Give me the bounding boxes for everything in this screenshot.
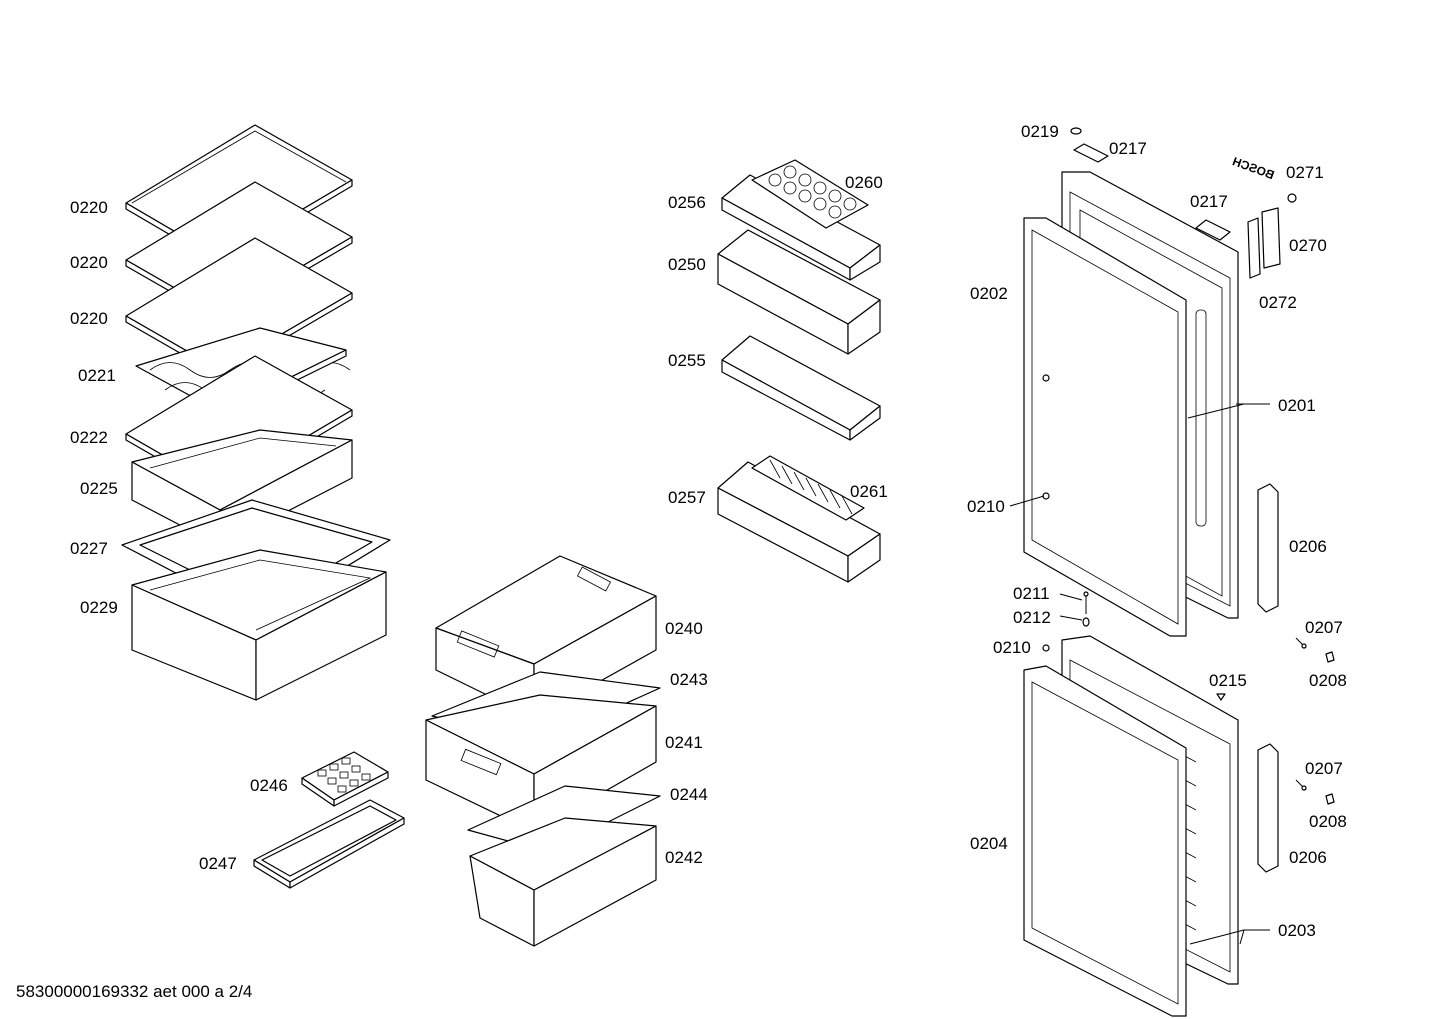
upper-gasket-0202 xyxy=(1023,217,1187,637)
label-0220-a: 0220 xyxy=(70,198,108,217)
label-0270: 0270 xyxy=(1289,236,1327,255)
nut-0208-upper xyxy=(1325,651,1335,663)
label-0225: 0225 xyxy=(80,479,118,498)
label-0211: 0211 xyxy=(1013,584,1050,603)
handle-0206-upper xyxy=(1257,483,1279,613)
label-0244: 0244 xyxy=(670,785,708,804)
label-0260: 0260 xyxy=(845,173,883,192)
panel-cover-0272 xyxy=(1247,217,1261,279)
label-0201: 0201 xyxy=(1278,396,1316,415)
label-0242: 0242 xyxy=(665,848,703,867)
label-0210-b: 0210 xyxy=(993,638,1031,657)
leader-lines xyxy=(1009,403,1270,945)
label-0241: 0241 xyxy=(665,733,703,752)
label-0217-b: 0217 xyxy=(1190,192,1228,211)
cap-0219 xyxy=(1070,127,1082,135)
hinge-cover-0217-a xyxy=(1073,143,1109,163)
crisper-0229 xyxy=(131,549,387,701)
label-0243: 0243 xyxy=(670,670,708,689)
drawer-0242 xyxy=(469,817,657,947)
label-0256: 0256 xyxy=(668,193,706,212)
label-0257: 0257 xyxy=(668,488,706,507)
label-0217-a: 0217 xyxy=(1109,139,1147,158)
pin-0215 xyxy=(1216,693,1226,701)
label-0222: 0222 xyxy=(70,428,108,447)
ice-pan-0247 xyxy=(253,799,405,889)
label-0215: 0215 xyxy=(1209,671,1247,690)
part-labels: 0220 0220 0220 0221 0222 0225 0227 0229 … xyxy=(16,122,1347,1001)
label-0221: 0221 xyxy=(78,366,116,385)
screw-0207-lower xyxy=(1295,779,1307,791)
label-0219: 0219 xyxy=(1021,122,1059,141)
label-0206-b: 0206 xyxy=(1289,848,1327,867)
door-shelf-0255 xyxy=(721,335,881,441)
bearing-0210-lower xyxy=(1042,644,1050,652)
egg-insert-0260 xyxy=(751,159,869,229)
door-shelf-0250 xyxy=(717,229,881,355)
screw-0207-upper xyxy=(1295,637,1307,649)
label-0204: 0204 xyxy=(970,834,1008,853)
handle-panel-0270 xyxy=(1261,207,1281,269)
ice-tray-0246 xyxy=(301,751,389,807)
label-0220-c: 0220 xyxy=(70,309,108,328)
label-0212: 0212 xyxy=(1013,608,1051,627)
label-0250: 0250 xyxy=(668,255,706,274)
label-0203: 0203 xyxy=(1278,921,1316,940)
label-0272: 0272 xyxy=(1259,293,1297,312)
label-0271: 0271 xyxy=(1286,163,1324,182)
washer-0212 xyxy=(1082,617,1090,627)
door-shelf-0256 xyxy=(721,174,881,281)
label-0220-b: 0220 xyxy=(70,253,108,272)
nut-0208-lower xyxy=(1325,793,1335,805)
lower-gasket-0204 xyxy=(1023,665,1187,1017)
label-0206-a: 0206 xyxy=(1289,537,1327,556)
hinge-cover-0217-b xyxy=(1195,219,1231,241)
document-id: 58300000169332 aet 000 a 2/4 xyxy=(16,982,252,1001)
label-0207-b: 0207 xyxy=(1305,759,1343,778)
svg-text:BOSCH: BOSCH xyxy=(1231,154,1277,182)
label-0255: 0255 xyxy=(668,351,706,370)
label-0207-a: 0207 xyxy=(1305,618,1343,637)
label-0208-a: 0208 xyxy=(1309,671,1347,690)
door-shelf-0257 xyxy=(717,461,881,583)
label-0202: 0202 xyxy=(970,284,1008,303)
screw-0211 xyxy=(1083,591,1089,614)
label-0261: 0261 xyxy=(850,482,888,501)
label-0247: 0247 xyxy=(199,854,237,873)
label-0229: 0229 xyxy=(80,598,118,617)
label-0227: 0227 xyxy=(70,539,108,558)
label-0246: 0246 xyxy=(250,776,288,795)
label-0210-a: 0210 xyxy=(967,497,1005,516)
label-0208-b: 0208 xyxy=(1309,812,1347,831)
label-0240: 0240 xyxy=(665,619,703,638)
insert-0261 xyxy=(751,455,865,521)
handle-0206-lower xyxy=(1257,743,1279,873)
